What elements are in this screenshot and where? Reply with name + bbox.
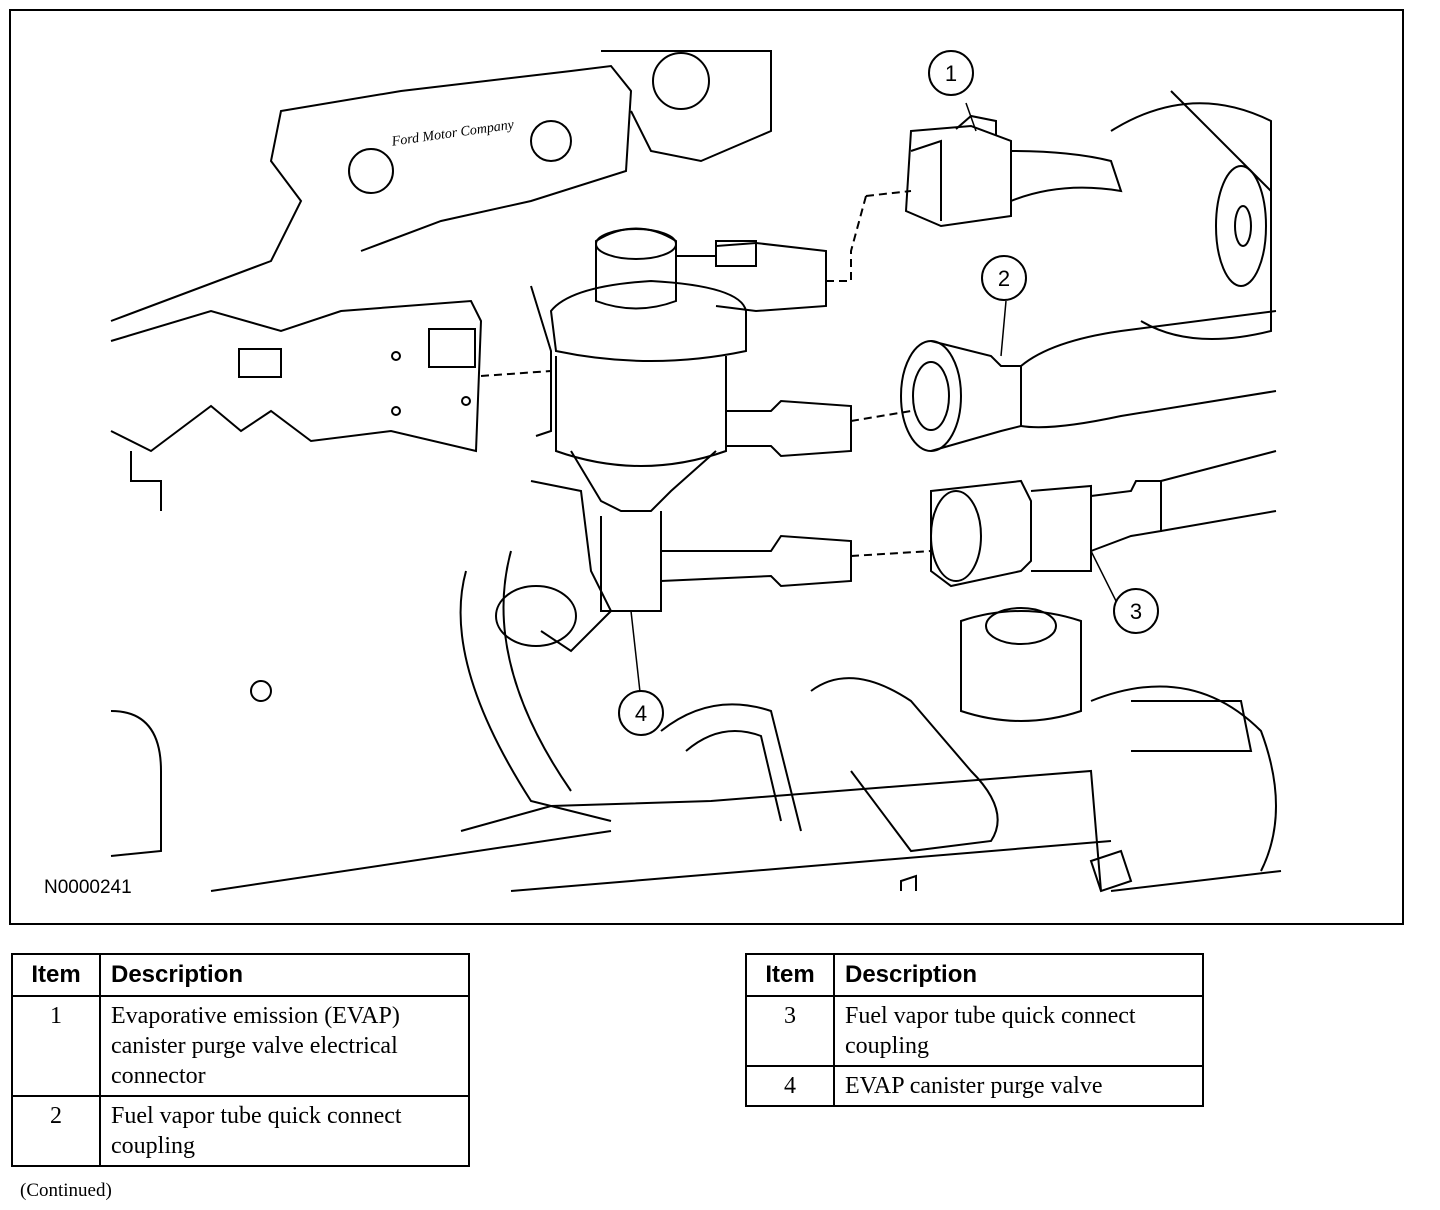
legend-table-left: Item Description 1 Evaporative emission … — [11, 953, 470, 1167]
legend-table-right: Item Description 3 Fuel vapor tube quick… — [745, 953, 1204, 1107]
callout-1-label: 1 — [945, 61, 957, 86]
item-number: 3 — [745, 995, 835, 1067]
figure-id-label: N0000241 — [44, 877, 132, 898]
table-row: 3 Fuel vapor tube quick connect coupling — [745, 995, 1204, 1067]
item-description: Evaporative emission (EVAP) canister pur… — [99, 995, 470, 1097]
item-number: 1 — [11, 995, 101, 1097]
table-header-row: Item Description — [11, 953, 470, 997]
item-column-header: Item — [745, 953, 835, 997]
callout-3: 3 — [1113, 588, 1159, 634]
electrical-connector — [865, 114, 1123, 228]
table-row: 4 EVAP canister purge valve — [745, 1065, 1204, 1107]
callout-4-label: 4 — [635, 701, 647, 726]
callout-3-label: 3 — [1130, 599, 1142, 624]
purge-valve — [480, 195, 932, 653]
engine-illustration: Ford Motor Company — [110, 50, 1282, 893]
figure-frame: Ford Motor Company — [9, 9, 1404, 925]
table-row: 1 Evaporative emission (EVAP) canister p… — [11, 995, 470, 1097]
table-header-row: Item Description — [745, 953, 1204, 997]
callout-4: 4 — [618, 690, 664, 736]
leader-lines — [630, 102, 1122, 702]
continued-note: (Continued) — [20, 1180, 112, 1201]
item-column-header: Item — [11, 953, 101, 997]
item-description: Fuel vapor tube quick connect coupling — [833, 995, 1204, 1067]
item-description: Fuel vapor tube quick connect coupling — [99, 1095, 470, 1167]
item-number: 2 — [11, 1095, 101, 1167]
table-row: 2 Fuel vapor tube quick connect coupling — [11, 1095, 470, 1167]
lower-components — [110, 550, 1282, 893]
engine-bracket: Ford Motor Company — [110, 50, 772, 511]
item-description: EVAP canister purge valve — [833, 1065, 1204, 1107]
callout-2: 2 — [981, 255, 1027, 301]
quick-connect-coupling-upper — [900, 310, 1277, 452]
description-column-header: Description — [833, 953, 1204, 997]
item-number: 4 — [745, 1065, 835, 1107]
callout-1: 1 — [928, 50, 974, 96]
quick-connect-coupling-lower — [930, 450, 1277, 588]
callout-2-label: 2 — [998, 266, 1010, 291]
throttle-body — [1110, 90, 1272, 340]
brand-script-text: Ford Motor Company — [390, 118, 516, 150]
description-column-header: Description — [99, 953, 470, 997]
